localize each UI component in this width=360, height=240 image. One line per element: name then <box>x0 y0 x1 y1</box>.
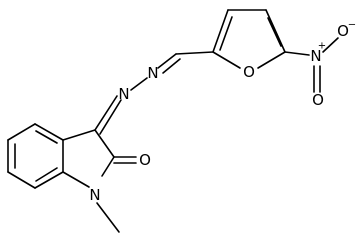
bond <box>130 77 148 91</box>
double-bond-inner <box>35 167 58 182</box>
double-bond-inner <box>35 130 58 144</box>
hydrazone-nitrogen-1: N <box>118 85 129 103</box>
double-bond-inner <box>219 16 233 51</box>
bond <box>322 37 339 53</box>
bond <box>7 171 36 189</box>
bond <box>284 51 310 56</box>
bond <box>62 171 90 188</box>
bond <box>7 123 36 141</box>
bond <box>34 171 64 189</box>
benzene-ring <box>7 123 64 189</box>
nitro-oxygen-top: O <box>337 22 349 40</box>
bond <box>62 129 96 141</box>
bond <box>94 95 118 131</box>
bond <box>157 53 177 69</box>
bond <box>265 9 286 53</box>
nitro-oxygen-charge: − <box>348 20 356 31</box>
hydrazone-nitrogen-2: N <box>147 64 158 82</box>
double-bond-second <box>99 99 122 135</box>
indole-nitrogen: N <box>89 186 100 204</box>
carbonyl-oxygen: O <box>139 151 151 169</box>
nitro-oxygen-bottom: O <box>312 91 324 109</box>
nitro-group <box>284 37 339 93</box>
hydrazone-chain <box>94 51 214 135</box>
bond <box>212 51 241 69</box>
nitro-nitrogen: N <box>310 47 321 65</box>
atom-labels: N N O N + O − O O N <box>89 20 356 205</box>
bond <box>212 9 229 53</box>
bond <box>257 51 286 69</box>
methyl-bond <box>96 202 120 233</box>
furan-oxygen: O <box>243 63 255 81</box>
nitro-nitrogen-charge: + <box>318 41 326 52</box>
bond <box>94 129 115 158</box>
pyrrolone-ring <box>62 129 115 188</box>
carbonyl <box>113 156 137 164</box>
double-bond-second <box>162 58 181 74</box>
bond <box>175 51 214 55</box>
double-bond-inner <box>267 17 282 47</box>
furan-ring <box>212 9 286 69</box>
bond <box>34 123 64 141</box>
bond <box>101 156 115 177</box>
